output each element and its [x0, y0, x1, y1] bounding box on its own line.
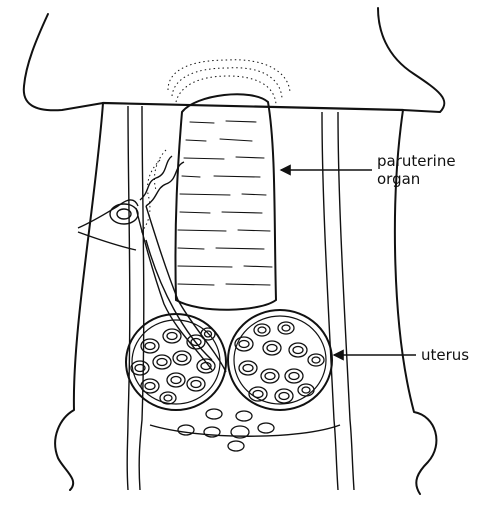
- uterus-label: uterus: [421, 346, 470, 364]
- segment-outline: [22, 7, 446, 495]
- uterus-lobes: [125, 309, 333, 411]
- stippled-tissue: [139, 59, 291, 235]
- paruterine-label-line2: organ: [377, 170, 421, 188]
- leader-lines: [279, 164, 416, 361]
- genital-ducts: [77, 155, 227, 373]
- paruterine-organ-striations: [177, 120, 273, 286]
- longitudinal-canals: [126, 105, 355, 491]
- paruterine-label-line1: paruterine: [377, 152, 456, 170]
- free-eggs: [177, 408, 275, 452]
- egg-capsules: [130, 321, 325, 405]
- paruterine-organ: [174, 93, 278, 311]
- paruterine-organ-label: paruterine organ: [377, 152, 456, 188]
